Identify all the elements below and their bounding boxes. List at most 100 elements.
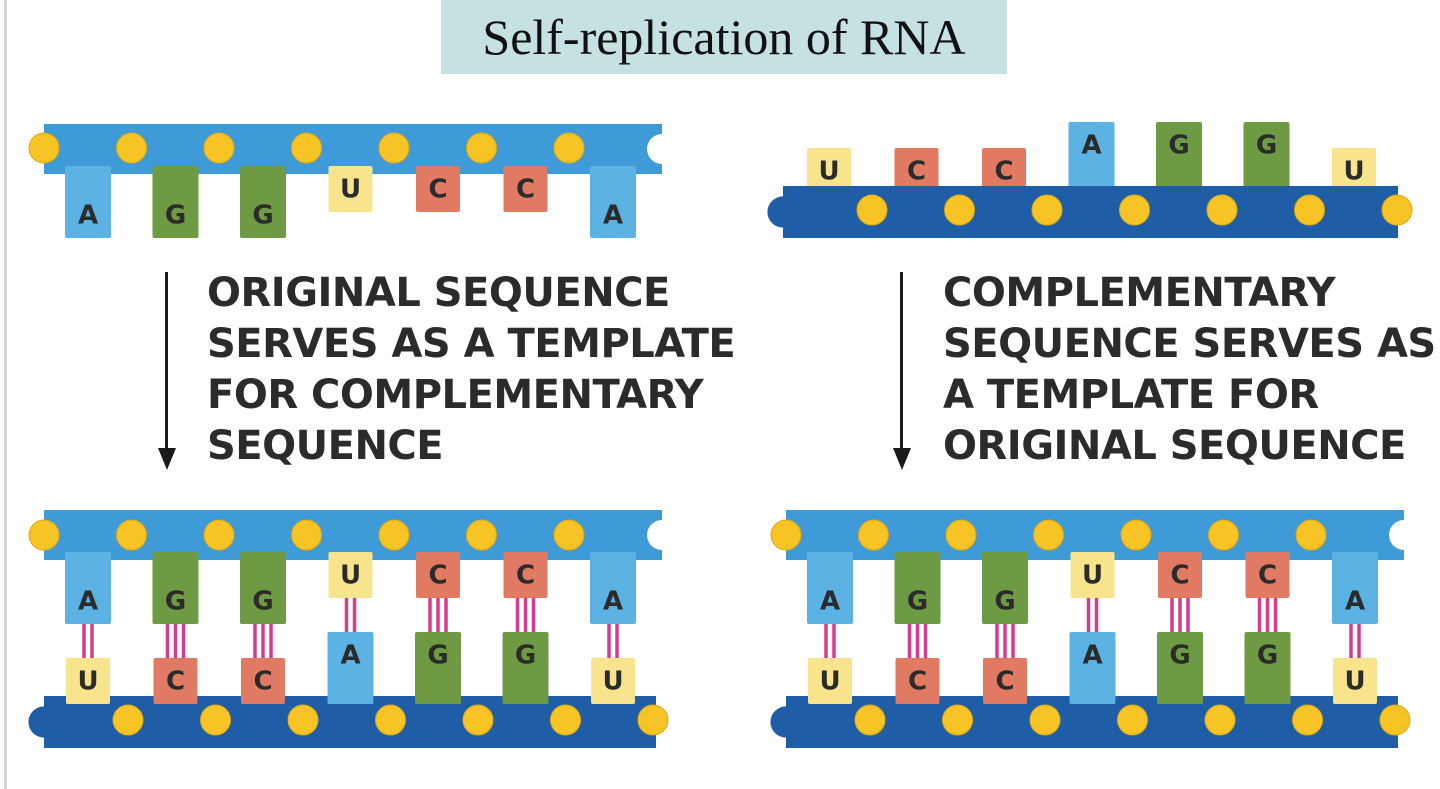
nucleotide-base (328, 552, 373, 598)
step2-label-line: COMPLEMENTARY (943, 270, 1336, 316)
phosphate-dot (1381, 194, 1413, 226)
nucleotide-base (982, 552, 1028, 624)
nucleotide-base (503, 166, 548, 212)
base-letter: A (78, 201, 98, 231)
nucleotide-base (152, 166, 199, 238)
nucleotide-base (65, 166, 111, 238)
nucleotide-base (241, 658, 285, 704)
base-letter: C (994, 157, 1013, 187)
nucleotide-base (895, 658, 940, 704)
base-letter: A (1082, 641, 1102, 671)
backbone-top-strand (44, 124, 662, 174)
base-letter: C (253, 667, 272, 697)
phosphate-dot (287, 704, 319, 736)
phosphate-dot (856, 194, 888, 226)
base-letter: C (428, 561, 447, 591)
backbone-top-strand (44, 510, 662, 560)
step2-arrow-shaft (900, 272, 903, 452)
base-letter: G (1257, 641, 1278, 671)
base-letter: G (1168, 131, 1189, 161)
phosphate-dot (28, 132, 60, 164)
phosphate-dot (942, 704, 973, 736)
diagram-title: Self-replication of RNA (482, 9, 966, 65)
base-letter: G (1256, 131, 1277, 161)
base-letter: A (78, 587, 98, 617)
base-letter: G (252, 587, 273, 617)
step2-label: COMPLEMENTARY SEQUENCE SERVES AS A TEMPL… (943, 268, 1436, 472)
phosphate-dot (1117, 704, 1148, 736)
base-letter: A (603, 201, 623, 231)
phosphate-dot (1033, 519, 1064, 551)
title-box: Self-replication of RNA (441, 0, 1007, 74)
base-letter: U (819, 667, 840, 697)
nucleotide-base (1158, 552, 1202, 598)
phosphate-dot (944, 194, 975, 226)
step2-label-line: ORIGINAL SEQUENCE (943, 423, 1406, 469)
base-letter: A (1081, 131, 1101, 161)
base-letter: A (820, 587, 840, 617)
nucleotide-base (416, 166, 460, 212)
base-letter: C (995, 667, 1014, 697)
phosphate-dot (858, 519, 889, 551)
backbone-bottom-strand (28, 696, 656, 748)
phosphate-dot (375, 704, 406, 736)
nucleotide-base (1069, 632, 1116, 704)
base-letter: U (1344, 667, 1365, 697)
nucleotide-base (152, 552, 199, 624)
base-letter: G (165, 201, 186, 231)
nucleotide-base (590, 166, 636, 238)
base-letter: C (516, 175, 535, 205)
phosphate-dot (553, 519, 585, 551)
nucleotide-base (1332, 552, 1378, 624)
nucleotide-base (502, 632, 549, 704)
base-letter: G (165, 587, 186, 617)
step1-arrow-head (157, 448, 176, 470)
phosphate-dot (1206, 194, 1238, 226)
backbone-bottom-strand (767, 186, 1398, 238)
nucleotide-base (807, 552, 853, 624)
base-letter: C (428, 175, 447, 205)
nucleotide-base (807, 148, 851, 194)
phosphate-dot (1294, 194, 1325, 226)
step1-label-line: SERVES AS A TEMPLATE (207, 321, 736, 367)
nucleotide-base (894, 148, 939, 194)
base-letter: U (340, 175, 361, 205)
step1-arrow-shaft (165, 272, 168, 452)
backbone-top-strand (786, 510, 1404, 560)
phosphate-dot (291, 519, 322, 551)
phosphate-dot (1295, 519, 1327, 551)
nucleotide-base (1243, 122, 1290, 194)
nucleotide-base (983, 658, 1027, 704)
nucleotide-base (591, 658, 635, 704)
step1-label-line: FOR COMPLEMENTARY (207, 372, 704, 418)
base-letter: A (340, 641, 360, 671)
phosphate-dot (854, 704, 886, 736)
phosphate-dot (466, 519, 497, 551)
phosphate-dot (1379, 704, 1411, 736)
step2-label-line: A TEMPLATE FOR (943, 372, 1319, 418)
base-letter: U (77, 667, 98, 697)
base-letter: U (818, 157, 839, 187)
phosphate-dot (116, 519, 147, 551)
nucleotide-base (1068, 122, 1115, 194)
base-letter: G (994, 587, 1015, 617)
phosphate-dot (1120, 519, 1152, 551)
phosphate-dot (1204, 704, 1236, 736)
nucleotide-base (416, 552, 460, 598)
base-letter: C (907, 157, 926, 187)
step2-arrow-head (892, 448, 911, 470)
phosphate-dot (1208, 519, 1239, 551)
phosphate-dot (378, 132, 410, 164)
phosphate-dot (637, 704, 669, 736)
base-letter: C (908, 667, 927, 697)
base-letter: A (1345, 587, 1365, 617)
phosphate-dot (116, 132, 147, 164)
phosphate-dot (550, 704, 581, 736)
nucleotide-base (240, 552, 286, 624)
phosphate-dot (28, 519, 60, 551)
base-letter: A (603, 587, 623, 617)
phosphate-dot (553, 132, 585, 164)
phosphate-dot (770, 519, 802, 551)
nucleotide-base (240, 166, 286, 238)
